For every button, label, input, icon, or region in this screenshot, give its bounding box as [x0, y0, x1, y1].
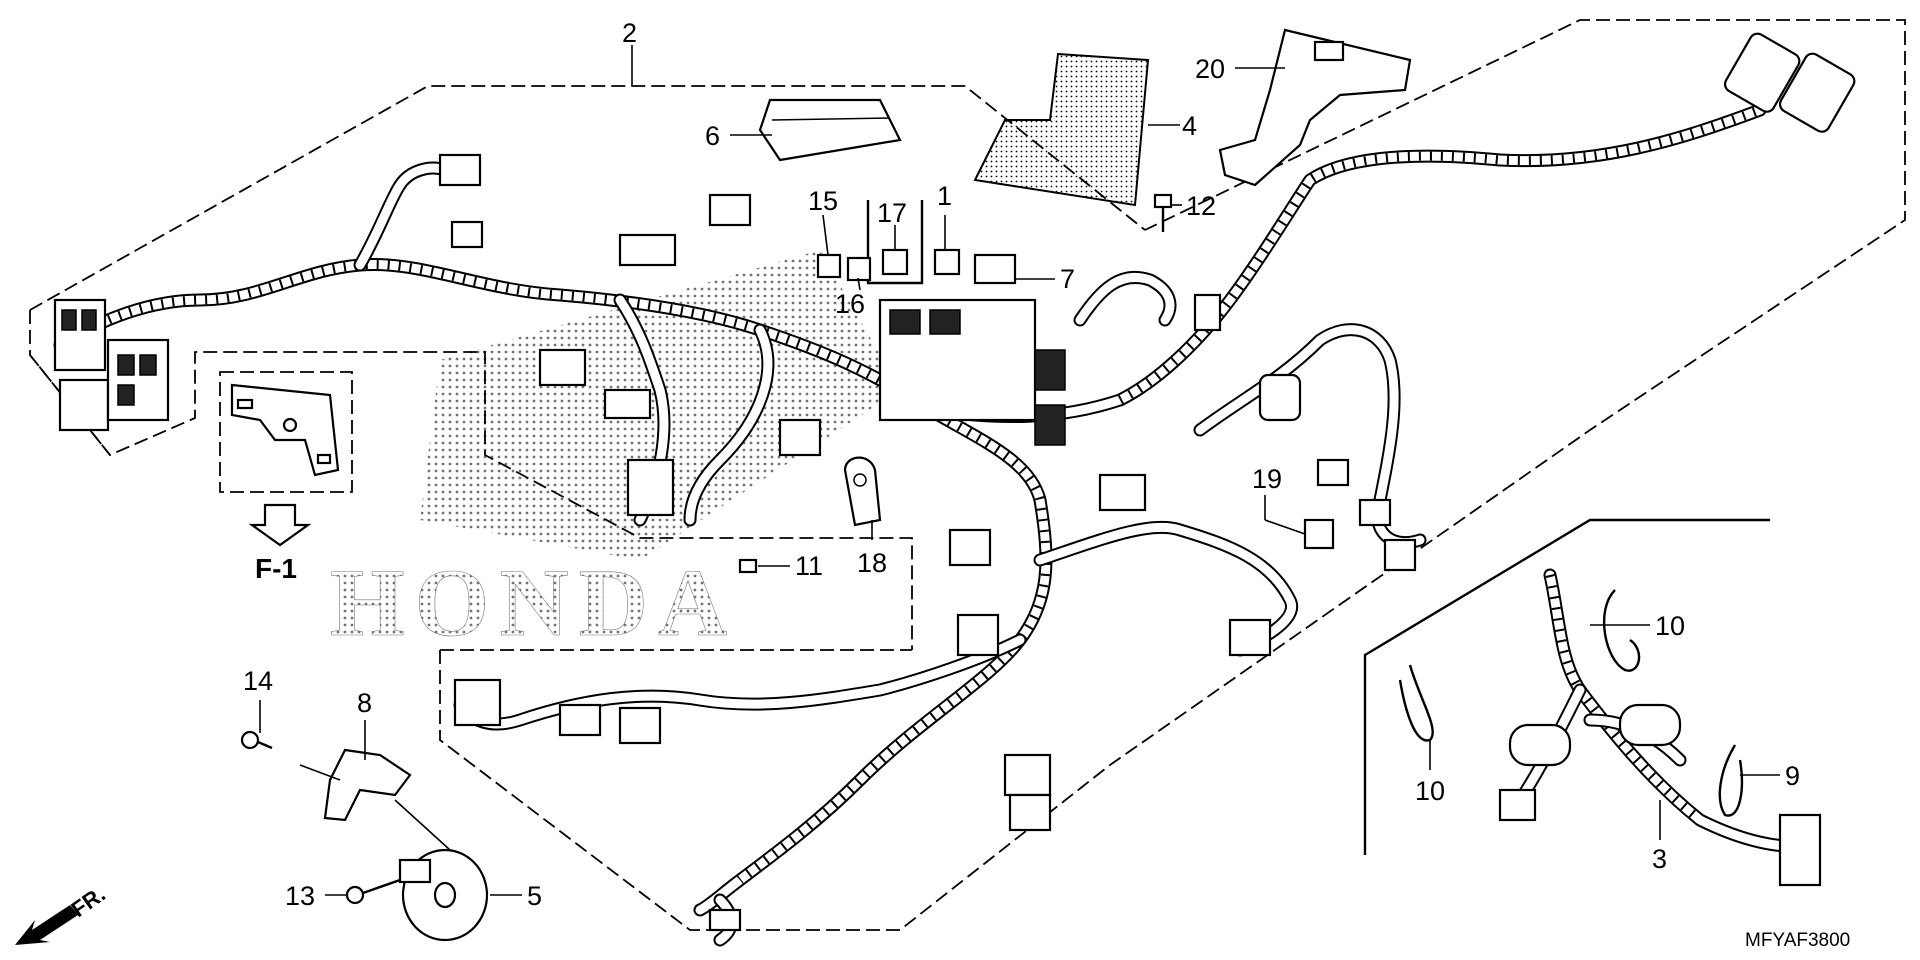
- callout-15: 15: [808, 186, 838, 216]
- f1-detail-box: F-1: [219, 371, 353, 584]
- connector-n: [1383, 538, 1417, 572]
- connector-l: [1316, 458, 1350, 487]
- front-direction-indicator: FR.: [15, 881, 110, 945]
- connector-h: [948, 528, 992, 567]
- callout-8: 8: [357, 688, 372, 718]
- callout-5: 5: [527, 881, 542, 911]
- callout-18: 18: [857, 548, 887, 578]
- part-4-pad: [973, 52, 1150, 207]
- connector-t: [1008, 793, 1052, 832]
- main-wire-harness: [53, 32, 1856, 947]
- left-connector-block: [53, 298, 170, 432]
- connector-d: [538, 348, 587, 387]
- connector-i: [956, 613, 1000, 657]
- relay-17: [881, 248, 909, 276]
- honda-watermark-text: HONDA: [330, 549, 737, 656]
- group-bracket-17: [866, 200, 924, 285]
- callout-10-lower: 10: [1415, 776, 1445, 806]
- callout-20: 20: [1195, 54, 1225, 84]
- callout-12: 12: [1186, 191, 1216, 221]
- callout-19: 19: [1252, 464, 1282, 494]
- sub-harness-boundary: [1363, 518, 1770, 855]
- connector-c: [708, 193, 752, 227]
- callout-7: 7: [1060, 264, 1075, 294]
- part-6-cover: [758, 98, 902, 162]
- callout-3: 3: [1652, 844, 1667, 874]
- callout-17: 17: [877, 198, 907, 228]
- relay-7: [973, 253, 1017, 285]
- connector-a: [450, 220, 484, 249]
- callout-16: 16: [835, 289, 865, 319]
- connector-u: [708, 908, 742, 932]
- callout-2: 2: [622, 18, 637, 48]
- callout-14: 14: [243, 666, 273, 696]
- connector-s: [1003, 753, 1052, 797]
- part-12-bolt: [1153, 193, 1173, 232]
- callout-1: 1: [937, 181, 952, 211]
- callout-labels: 2 6 4 20 12 15 17 1 7 16 19 11 18 10 10 …: [243, 18, 1800, 911]
- connector-j: [1098, 473, 1147, 512]
- connector-g: [778, 418, 822, 457]
- horn-assembly: [240, 730, 489, 942]
- diagram-code: MFYAF3800: [1745, 930, 1850, 951]
- end-connector-2: [1778, 52, 1856, 133]
- view-reference-label: F-1: [255, 553, 297, 584]
- connector-q: [558, 703, 602, 737]
- callout-11: 11: [795, 551, 823, 581]
- callout-13: 13: [285, 881, 315, 911]
- connector-r: [618, 706, 662, 745]
- connector-b: [618, 233, 677, 267]
- part-18-clamp: [843, 456, 882, 527]
- relay-16: [846, 256, 872, 282]
- connector-m: [1358, 498, 1392, 527]
- callout-6: 6: [705, 121, 720, 151]
- connector-p: [453, 678, 502, 727]
- connector-o: [1193, 293, 1222, 332]
- callout-9: 9: [1785, 761, 1800, 791]
- connector-k: [1228, 618, 1272, 657]
- sensor-cylinder: [1258, 373, 1302, 422]
- callout-4: 4: [1182, 111, 1197, 141]
- top-left-connector: [438, 153, 482, 187]
- part-11-bolt: [738, 558, 758, 574]
- part-20-bracket: [1218, 28, 1412, 187]
- callout-10-upper: 10: [1655, 611, 1685, 641]
- end-connector-1: [1723, 32, 1801, 113]
- relays: [816, 248, 1017, 285]
- connector-f: [626, 458, 675, 517]
- sub-harness-3: [1498, 568, 1822, 887]
- connector-e: [603, 388, 652, 420]
- leader-lines: [259, 45, 1780, 896]
- part-19-relay: [1303, 518, 1335, 550]
- relay-1: [933, 248, 961, 276]
- relay-15: [816, 253, 842, 279]
